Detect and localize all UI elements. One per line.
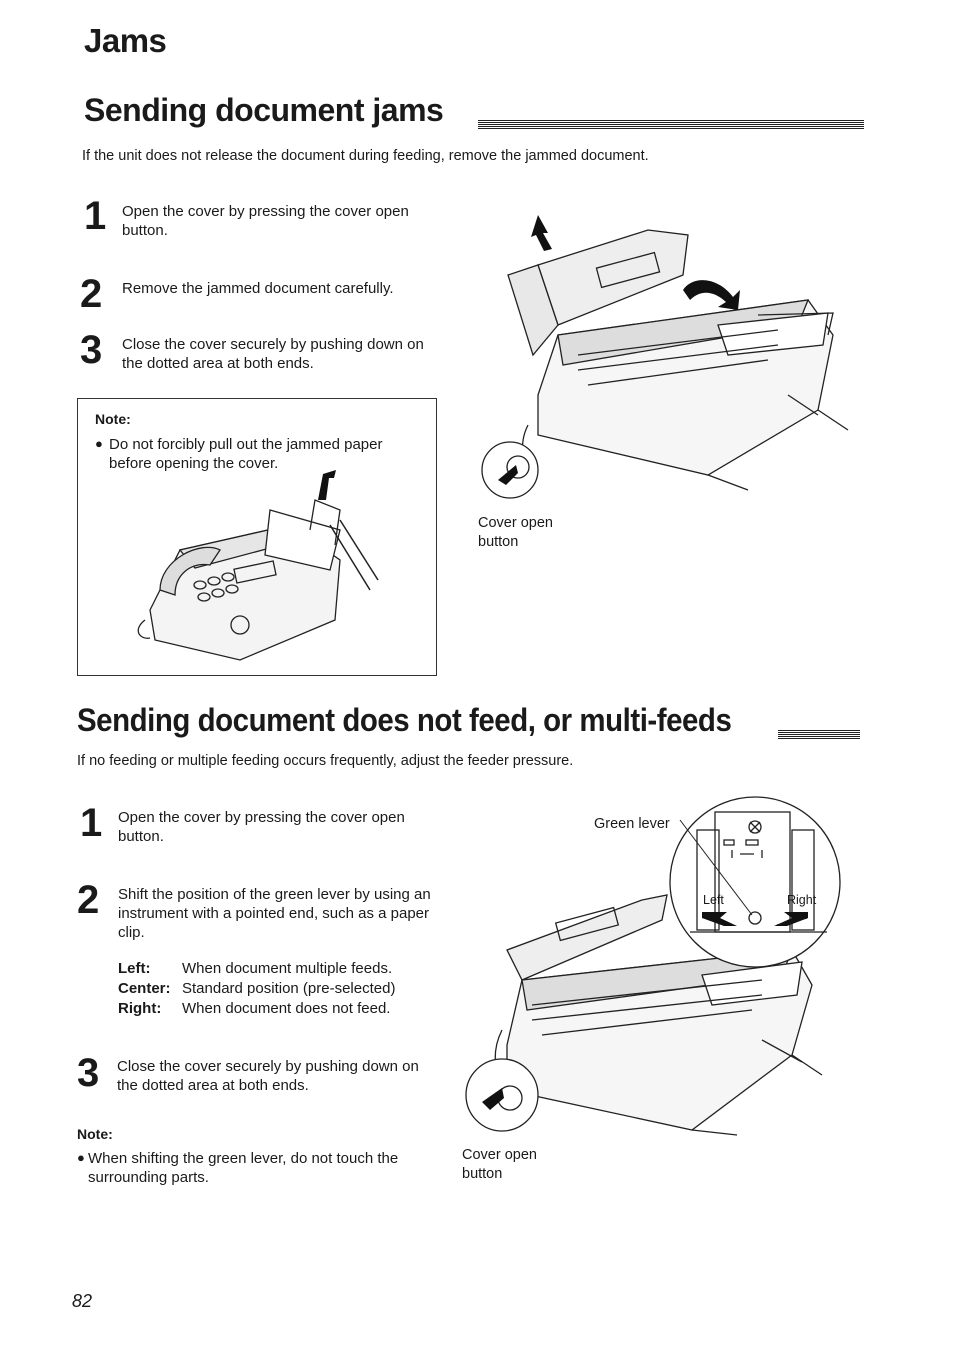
- lever-option-left: Left: When document multiple feeds.: [118, 959, 395, 979]
- note-box: [77, 398, 437, 676]
- step-text: Close the cover securely by pushing down…: [117, 1058, 419, 1094]
- lever-label: Right:: [118, 1000, 162, 1017]
- lever-desc: When document does not feed.: [182, 1000, 391, 1017]
- step-number: 1: [80, 801, 103, 845]
- step-number: 2: [80, 272, 103, 316]
- step-text: Shift the position of the green lever by…: [118, 886, 431, 941]
- page-number: 82: [72, 1291, 93, 1311]
- step-number: 3: [80, 328, 103, 372]
- lever-label: Center:: [118, 980, 171, 997]
- lever-left-label: Left: [703, 893, 724, 907]
- step-text: Open the cover by pressing the cover ope…: [118, 809, 405, 845]
- caption-line: Cover open: [478, 515, 553, 531]
- cover-open-button-caption: Cover open button: [478, 514, 553, 552]
- lever-option-right: Right: When document does not feed.: [118, 999, 395, 1019]
- step-number: 1: [84, 194, 107, 238]
- step-text: Close the cover securely by pushing down…: [122, 336, 424, 372]
- lever-option-center: Center: Standard position (pre-selected): [118, 979, 395, 999]
- step-text: Remove the jammed document carefully.: [122, 280, 394, 297]
- section-title-sending-document-jams: Sending document jams: [84, 92, 444, 128]
- caption-line: button: [462, 1166, 503, 1182]
- note-text: Do not forcibly pull out the jammed pape…: [109, 436, 383, 472]
- fax-pull-paper-illustration: [137, 470, 379, 661]
- title-rule: [478, 120, 864, 129]
- section-intro: If no feeding or multiple feeding occurs…: [77, 753, 574, 769]
- chapter-title: Jams: [84, 22, 167, 59]
- lever-desc: When document multiple feeds.: [182, 960, 393, 977]
- caption-line: Cover open: [462, 1147, 537, 1163]
- caption-line: button: [478, 534, 519, 550]
- lever-label: Left:: [118, 960, 151, 977]
- green-lever-label: Green lever: [594, 816, 670, 832]
- step-text: Open the cover by pressing the cover ope…: [122, 203, 409, 239]
- lever-desc: Standard position (pre-selected): [182, 980, 396, 997]
- bullet-icon: ●: [95, 436, 103, 451]
- fax-open-cover-illustration: [481, 215, 849, 499]
- section-title-does-not-feed: Sending document does not feed, or multi…: [77, 702, 732, 738]
- section-intro: If the unit does not release the documen…: [82, 148, 649, 164]
- note-title: Note:: [77, 1126, 113, 1142]
- title-rule: [778, 730, 860, 739]
- step-number: 3: [77, 1051, 100, 1095]
- cover-open-button-caption: Cover open button: [462, 1146, 537, 1184]
- note-title: Note:: [95, 411, 131, 427]
- step-number: 2: [77, 878, 100, 922]
- lever-options: Left: When document multiple feeds. Cente…: [118, 959, 395, 1019]
- note-text: When shifting the green lever, do not to…: [88, 1150, 399, 1186]
- lever-right-label: Right: [787, 893, 817, 907]
- fax-green-lever-illustration: [465, 796, 841, 1136]
- bullet-icon: ●: [77, 1150, 85, 1165]
